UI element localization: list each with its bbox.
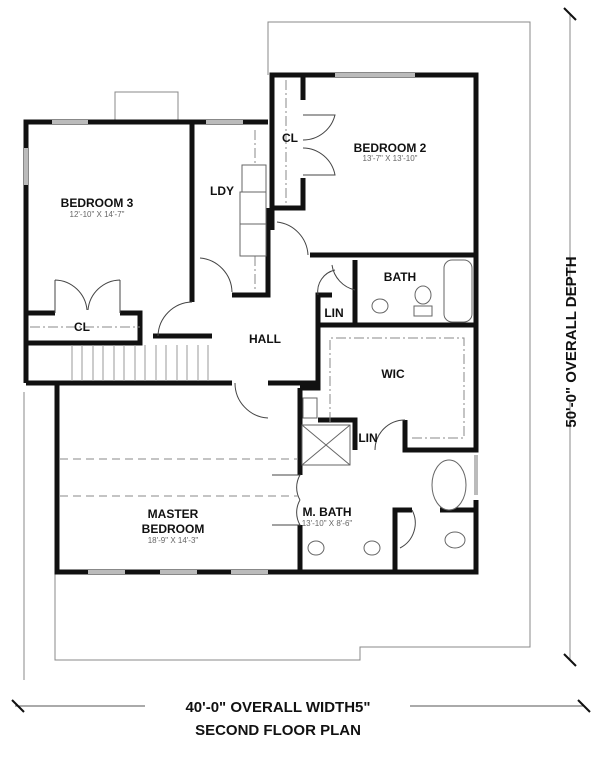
room-label-bedroom3-closet: CL	[74, 320, 90, 334]
room-size-master-bath: 13'-10" X 8'-6"	[302, 519, 353, 528]
width-dimension-line	[11, 699, 591, 713]
room-label-linen2: LIN	[358, 431, 377, 445]
dryer	[239, 223, 267, 257]
shower	[301, 424, 351, 466]
room-size-bedroom2: 13'-7" X 13'-10"	[363, 154, 418, 163]
walls	[23, 72, 479, 575]
room-label-bedroom3: BEDROOM 3	[61, 196, 134, 210]
room-label-master-line1: MASTER	[148, 507, 199, 521]
stairs	[71, 345, 209, 381]
depth-dimension-label: 50'-0" OVERALL DEPTH	[563, 256, 580, 427]
master-sink-right	[363, 540, 381, 556]
master-toilet	[444, 531, 466, 549]
room-size-bedroom3: 12'-10" X 14'-7"	[70, 210, 125, 219]
room-label-linen1: LIN	[324, 306, 343, 320]
room-label-wic: WIC	[381, 367, 405, 381]
bathtub	[443, 259, 473, 323]
room-label-master-bath: M. BATH	[302, 505, 351, 519]
fixtures	[239, 164, 473, 556]
linen-shelf	[302, 397, 318, 419]
depth-dimension-line	[563, 7, 577, 667]
ceiling-lines	[30, 80, 465, 497]
master-sink-left	[307, 540, 325, 556]
bath-sink	[371, 298, 389, 314]
master-tub	[431, 459, 467, 511]
doors	[54, 114, 416, 549]
room-label-hall: HALL	[249, 332, 281, 346]
washer	[239, 191, 267, 225]
room-size-master-bedroom: 18'-9" X 14'-3"	[148, 536, 199, 545]
plan-title: SECOND FLOOR PLAN	[195, 722, 361, 739]
laundry-sink	[241, 164, 267, 193]
room-label-laundry: LDY	[210, 184, 234, 198]
windows	[24, 73, 478, 574]
room-label-master-line2: BEDROOM	[142, 522, 205, 536]
room-label-bedroom2: BEDROOM 2	[354, 141, 427, 155]
room-label-bath: BATH	[384, 270, 416, 284]
toilet	[414, 285, 432, 305]
chimney	[114, 91, 179, 123]
room-label-bedroom2-closet: CL	[282, 131, 298, 145]
toilet-tank	[413, 305, 433, 317]
width-dimension-label: 40'-0" OVERALL WIDTH5"	[185, 699, 370, 716]
